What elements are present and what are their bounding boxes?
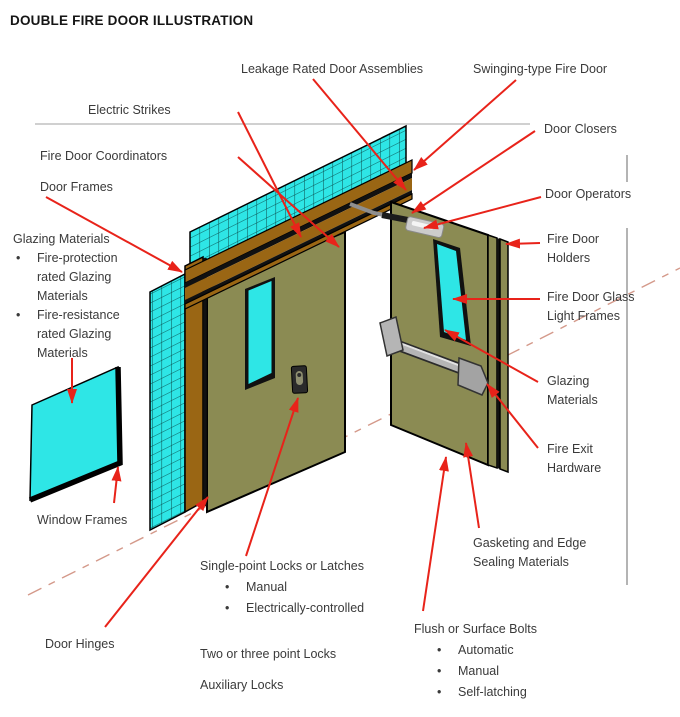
list-item: Manual <box>434 661 574 682</box>
arrow-gasketing <box>463 442 480 529</box>
panic-bar-left-bracket <box>379 315 404 358</box>
single-point-lock <box>290 365 309 394</box>
reference-lines <box>35 123 628 585</box>
label-fire-exit-hardware: Fire Exit Hardware <box>547 442 602 475</box>
list-item: Self-latching <box>434 682 574 703</box>
window-sample <box>28 365 123 503</box>
label-door-frames: Door Frames <box>40 180 113 194</box>
list-item: Fire-protection rated Glazing Materials <box>13 249 137 306</box>
label-fire-door-holders: Fire Door Holders <box>547 232 600 265</box>
right-door-vision-glass <box>437 244 466 340</box>
callout-arrows <box>45 78 542 628</box>
flush-bolts-list: Automatic Manual Self-latching <box>434 640 574 703</box>
glazing-left-list: Fire-protection rated Glazing Materials … <box>13 249 137 363</box>
label-glass-light-frames: Fire Door Glass Light Frames <box>547 290 635 323</box>
left-door-vision-glass <box>248 281 272 384</box>
centerline-right-segment <box>505 267 680 357</box>
header-front-face <box>185 178 412 300</box>
glazing-left-heading: Glazing Materials <box>13 232 110 246</box>
list-item: Electrically-controlled <box>222 598 392 619</box>
single-point-list: Manual Electrically-controlled <box>222 577 392 619</box>
arrow-coordinators <box>237 156 340 248</box>
arrow-glazing-right <box>444 329 539 383</box>
flush-bolts-heading: Flush or Surface Bolts <box>414 622 537 636</box>
label-door-operators: Door Operators <box>545 187 632 201</box>
arrow-swinging-type <box>413 79 517 171</box>
arrow-door-operators <box>423 196 542 230</box>
label-door-hinges: Door Hinges <box>45 637 115 651</box>
sidelight-glazing-panel <box>149 272 186 532</box>
label-leakage-rated: Leakage Rated Door Assemblies <box>241 62 424 76</box>
label-fire-door-coordinators: Fire Door Coordinators <box>40 149 168 163</box>
header-stripe-2 <box>185 190 412 304</box>
fire-exit-hardware <box>379 315 489 396</box>
header-bottom-strip <box>184 193 413 310</box>
list-item: Manual <box>222 577 392 598</box>
arrow-door-hinges <box>104 496 209 628</box>
arrow-single-point-lock <box>245 397 299 557</box>
label-two-three-point-locks: Two or three point Locks <box>200 647 337 661</box>
list-item: Fire-resistance rated Glazing Materials <box>13 306 137 363</box>
arrow-flush-bolts <box>422 456 449 612</box>
panic-bar-end-bracket <box>457 356 489 396</box>
page-title: DOUBLE FIRE DOOR ILLUSTRATION <box>10 13 254 28</box>
list-item: Automatic <box>434 640 574 661</box>
arrow-leakage-rated <box>312 78 407 191</box>
right-door-edge <box>487 233 498 470</box>
arrow-fire-door-holders <box>505 238 541 249</box>
arrow-electric-strikes <box>237 111 302 238</box>
label-window-frames: Window Frames <box>37 513 128 527</box>
label-swinging-type: Swinging-type Fire Door <box>473 62 608 76</box>
arrow-door-closers <box>411 130 536 214</box>
label-door-closers: Door Closers <box>544 122 617 136</box>
label-gasketing: Gasketing and Edge Sealing Materials <box>473 536 587 569</box>
label-glazing-materials-right: Glazing Materials <box>547 374 598 407</box>
arrow-window-frames <box>111 466 122 504</box>
single-point-heading: Single-point Locks or Latches <box>200 559 364 573</box>
arrow-door-frames <box>45 196 183 273</box>
right-door <box>390 200 509 474</box>
gasket-strip <box>499 237 509 474</box>
arrow-fire-exit-hardware <box>486 383 539 449</box>
label-electric-strikes: Electric Strikes <box>88 103 171 117</box>
left-door <box>206 230 346 514</box>
label-auxiliary-locks: Auxiliary Locks <box>200 678 284 692</box>
window-sample-frame <box>28 366 123 503</box>
